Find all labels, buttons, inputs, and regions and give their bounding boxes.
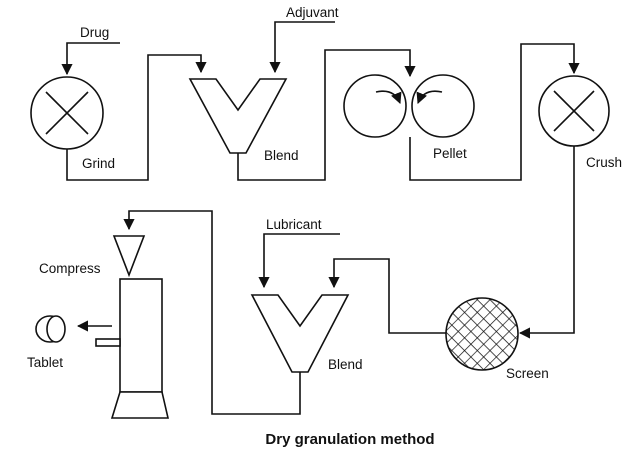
- v-blender-top: [188, 78, 288, 154]
- lubricant-feed-line: [258, 233, 340, 289]
- tablet-pill-icon: [35, 315, 66, 343]
- flow-grind-to-blend: [66, 54, 207, 181]
- flow-crush-to-screen: [518, 146, 575, 339]
- label-tablet: Tablet: [27, 355, 63, 370]
- screen-sieve-icon: [445, 297, 519, 371]
- flow-blend-to-compress: [123, 210, 301, 415]
- tablet-press-icon: [95, 235, 170, 419]
- label-blend-bottom: Blend: [328, 357, 363, 372]
- label-screen: Screen: [506, 366, 549, 381]
- v-blender-bottom: [250, 294, 350, 373]
- flow-blend-to-pellet: [237, 49, 416, 181]
- label-pellet: Pellet: [433, 146, 467, 161]
- crusher-mill-icon: [538, 75, 610, 147]
- label-compress: Compress: [39, 261, 101, 276]
- flow-pellet-to-crush: [409, 43, 580, 181]
- flow-screen-to-blend: [328, 258, 446, 334]
- drug-feed-line: [61, 42, 120, 76]
- adjuvant-feed-line: [269, 21, 335, 74]
- label-grind: Grind: [82, 156, 115, 171]
- label-crush: Crush: [586, 155, 622, 170]
- diagram-caption: Dry granulation method: [265, 431, 434, 448]
- label-drug: Drug: [80, 25, 109, 40]
- roller-compactor-icon: [343, 74, 475, 138]
- grinder-mill-icon: [30, 76, 104, 150]
- label-lubricant: Lubricant: [266, 217, 322, 232]
- label-blend-top: Blend: [264, 148, 299, 163]
- label-adjuvant: Adjuvant: [286, 5, 339, 20]
